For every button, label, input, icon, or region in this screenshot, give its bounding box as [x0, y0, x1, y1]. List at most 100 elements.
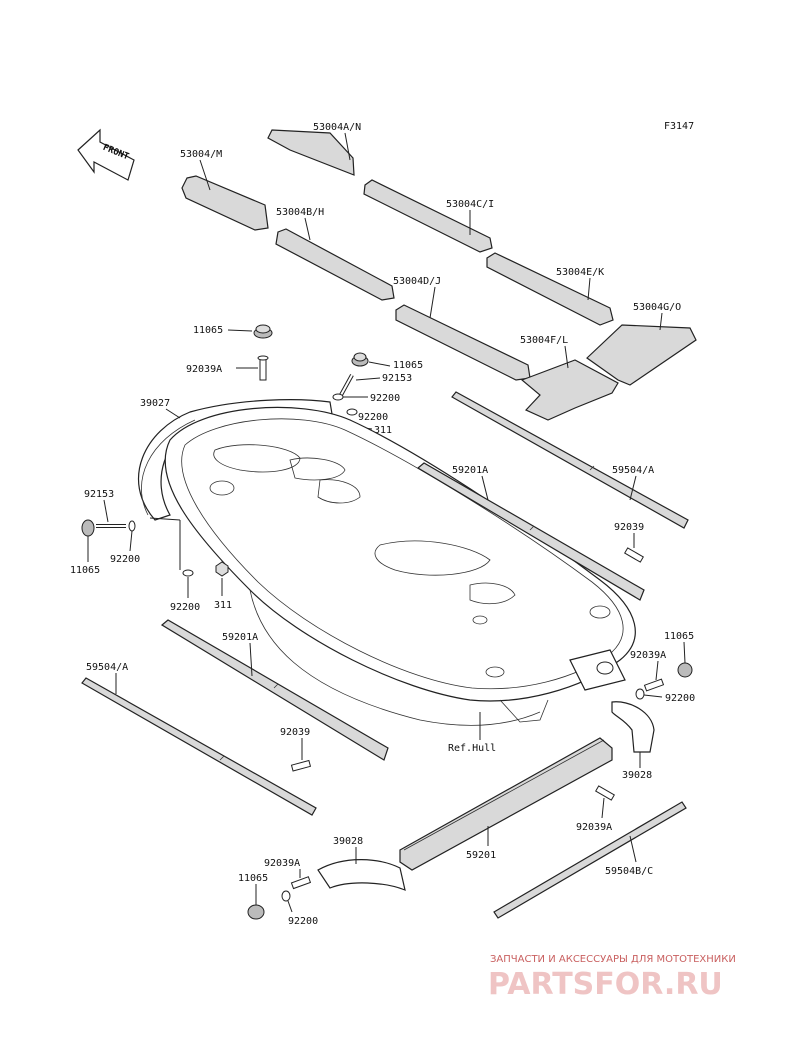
figure-code: F3147	[664, 121, 694, 132]
label-39027: 39027	[140, 398, 170, 409]
label-92039A: 92039A	[186, 364, 222, 375]
rail-59201A-upper[interactable]	[416, 462, 645, 601]
label-92153-b: 92153	[84, 489, 114, 500]
washer-92200-top-2[interactable]	[346, 408, 358, 416]
rivet-92039-lower[interactable]	[290, 759, 312, 772]
label-53004C-I: 53004C/I	[446, 199, 494, 210]
cap-11065-top[interactable]	[253, 324, 273, 339]
label-39028: 39028	[622, 770, 652, 781]
label-92153: 92153	[382, 373, 412, 384]
rail-59201A-lower[interactable]	[160, 619, 389, 761]
leader	[683, 641, 686, 664]
leader	[659, 312, 663, 331]
mat-53004E[interactable]	[486, 252, 614, 326]
label-92039: 92039	[614, 522, 644, 533]
leader	[103, 499, 109, 523]
rivet-92039A-top[interactable]	[257, 355, 269, 381]
cap-11065-left-rear[interactable]	[247, 904, 265, 920]
leader	[429, 286, 436, 319]
rivet-92039-upper[interactable]	[624, 547, 644, 563]
bumper-39028-left[interactable]	[317, 859, 406, 891]
strake-59504A-upper[interactable]	[451, 391, 689, 529]
label-39028-b: 39028	[333, 836, 363, 847]
mat-53004C[interactable]	[363, 179, 493, 253]
label-59201A: 59201A	[452, 465, 488, 476]
label-59504B-C: 59504B/C	[605, 866, 653, 877]
label-11065-d: 11065	[664, 631, 694, 642]
washer-92200-left-rear[interactable]	[281, 890, 291, 902]
washer-92200-left[interactable]	[128, 520, 136, 532]
leader	[227, 329, 253, 332]
label-92039-b: 92039	[280, 727, 310, 738]
watermark-brand: PARTSFOR.RU	[488, 967, 723, 1002]
leader	[587, 277, 591, 301]
label-53004-M: 53004/M	[180, 149, 222, 160]
leader	[655, 660, 659, 681]
label-11065-e: 11065	[238, 873, 268, 884]
label-59201: 59201	[466, 850, 496, 861]
front-arrow-icon: FRONT	[77, 128, 135, 181]
leader	[199, 159, 211, 191]
bumper-39028-right[interactable]	[611, 701, 655, 753]
leader	[355, 377, 381, 381]
mat-53004F[interactable]	[520, 359, 619, 421]
label-92200-e: 92200	[665, 693, 695, 704]
rivet-92039A-left[interactable]	[290, 876, 312, 890]
mat-53004A[interactable]	[267, 129, 355, 176]
leader	[629, 835, 637, 863]
leader	[481, 475, 489, 501]
ref-hull-label: Ref.Hull	[448, 743, 496, 754]
mat-53004[interactable]	[181, 175, 269, 231]
label-53004G-O: 53004G/O	[633, 302, 681, 313]
leader	[165, 408, 181, 419]
hull	[164, 406, 636, 726]
leader	[129, 530, 133, 552]
strake-59504B[interactable]	[493, 801, 687, 919]
label-92039A-b: 92039A	[630, 650, 666, 661]
label-92200-c: 92200	[110, 554, 140, 565]
leader	[629, 475, 637, 501]
rail-59201[interactable]	[399, 737, 613, 871]
leader	[368, 361, 391, 367]
label-311: 311	[374, 425, 392, 436]
washer-92200-right[interactable]	[635, 688, 645, 700]
strake-59504A-lower[interactable]	[81, 677, 317, 816]
watermark-tagline: ЗАПЧАСТИ И АКСЕССУАРЫ ДЛЯ МОТОТЕХНИКИ	[490, 954, 736, 965]
label-53004F-L: 53004F/L	[520, 335, 568, 346]
label-92200-a: 92200	[370, 393, 400, 404]
label-11065-b: 11065	[393, 360, 423, 371]
mat-53004B[interactable]	[275, 228, 395, 301]
washer-92200-top[interactable]	[332, 393, 344, 401]
leader	[344, 132, 351, 161]
washer-92200-left-2[interactable]	[182, 569, 194, 577]
label-53004E-K: 53004E/K	[556, 267, 604, 278]
leader	[601, 797, 605, 819]
label-53004B-H: 53004B/H	[276, 207, 324, 218]
label-92200-d: 92200	[170, 602, 200, 613]
label-59504-A: 59504/A	[612, 465, 654, 476]
rivet-92039A-rear[interactable]	[595, 785, 615, 801]
cap-11065-mid[interactable]	[351, 352, 369, 367]
leader	[249, 642, 253, 677]
bolt-92153-top[interactable]	[339, 374, 354, 396]
leader	[304, 217, 311, 241]
label-92039A-d: 92039A	[264, 858, 300, 869]
cap-11065-left[interactable]	[81, 519, 95, 537]
label-59504-A-b: 59504/A	[86, 662, 128, 673]
label-53004D-J: 53004D/J	[393, 276, 441, 287]
label-53004A-N: 53004A/N	[313, 122, 361, 133]
cap-11065-right[interactable]	[677, 662, 693, 678]
nut-311-left[interactable]	[215, 561, 229, 577]
leader	[287, 900, 293, 913]
mat-53004G[interactable]	[586, 324, 697, 386]
label-59201A-b: 59201A	[222, 632, 258, 643]
leader	[643, 694, 663, 698]
label-92039A-c: 92039A	[576, 822, 612, 833]
leader	[564, 345, 569, 369]
label-11065-c: 11065	[70, 565, 100, 576]
label-92200-f: 92200	[288, 916, 318, 927]
leader	[149, 517, 181, 521]
label-311-b: 311	[214, 600, 232, 611]
rivet-92039A-right[interactable]	[643, 678, 665, 692]
